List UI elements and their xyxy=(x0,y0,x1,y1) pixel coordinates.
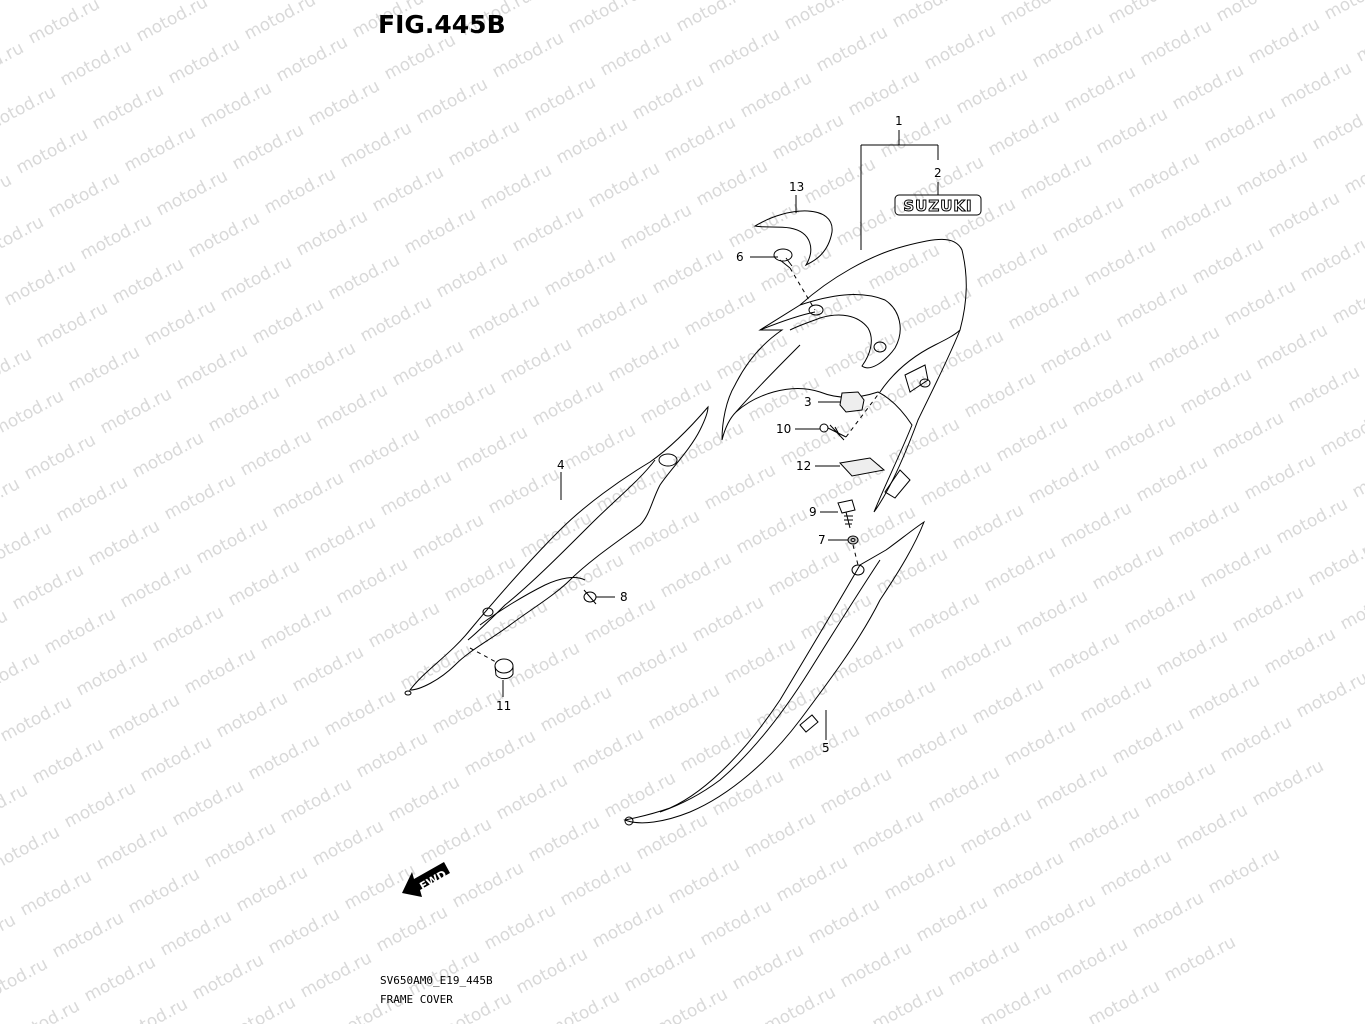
callout-5: 5 xyxy=(822,741,830,755)
part-1-mount-hole-b xyxy=(873,341,887,353)
part-5-inner-edge xyxy=(659,559,881,813)
leader-1 xyxy=(860,130,939,250)
callout-11: 11 xyxy=(496,699,512,713)
callout-7: 7 xyxy=(818,533,826,547)
callout-2: 2 xyxy=(934,166,942,180)
callout-6: 6 xyxy=(736,250,744,264)
part-5-tip xyxy=(624,816,634,826)
leader-10-dash xyxy=(845,391,881,438)
part-4-inner-edge xyxy=(467,459,656,641)
callout-1: 1 xyxy=(895,114,903,128)
part-12-pad xyxy=(839,457,886,477)
part-1-tail-tip xyxy=(884,469,911,499)
part-4-left-frame-cover xyxy=(408,405,709,691)
part-13-trim xyxy=(753,210,833,267)
part-5-right-frame-cover xyxy=(623,520,926,824)
part-4-lower-edge xyxy=(479,577,586,626)
callout-4: 4 xyxy=(557,458,565,472)
emblem-text: SUZUKI xyxy=(903,197,972,215)
part-1-tail-cowl xyxy=(721,238,967,513)
figure-code: SV650AM0_E19_445B xyxy=(380,974,493,987)
callout-8: 8 xyxy=(620,590,628,604)
part-5-slot xyxy=(799,714,819,733)
part-4-tip xyxy=(404,690,412,696)
callout-3: 3 xyxy=(804,395,812,409)
callout-13: 13 xyxy=(789,180,805,194)
callout-10: 10 xyxy=(776,422,792,436)
part-1-side-line xyxy=(735,311,961,413)
part-1-vent xyxy=(904,364,929,393)
leader-11-dash xyxy=(469,647,497,663)
part-3-cushion xyxy=(839,391,865,413)
part-9-bolt xyxy=(837,499,856,529)
leader-7-dash xyxy=(852,544,859,566)
leader-lines xyxy=(469,130,939,740)
part-5-mount-hole xyxy=(851,564,865,576)
figure-title: FIG.445B xyxy=(378,10,506,39)
figure-name: FRAME COVER xyxy=(380,993,453,1006)
part-6-clip xyxy=(773,248,793,269)
part-1-inner-edge xyxy=(789,294,901,369)
part-10-screw xyxy=(819,423,847,441)
part-1-mount-hole-c xyxy=(919,378,931,388)
fwd-arrow-icon: FWD xyxy=(402,862,450,897)
part-4-mount-hole xyxy=(658,453,678,467)
part-8-clip xyxy=(583,589,597,605)
callout-9: 9 xyxy=(809,505,817,519)
part-11-cap xyxy=(494,658,514,680)
part-4-lower-hole xyxy=(482,607,494,617)
part-7-nut xyxy=(847,535,859,545)
callout-12: 12 xyxy=(796,459,812,473)
leader-6-dash xyxy=(789,267,816,311)
part-1-mount-hole-a xyxy=(808,304,824,316)
